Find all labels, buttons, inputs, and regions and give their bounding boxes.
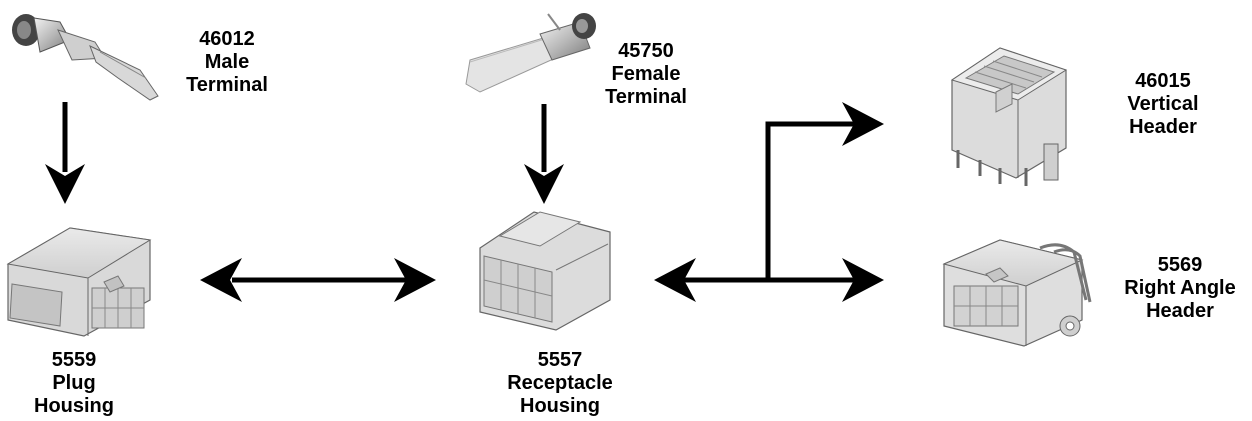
label-vertical-header: 46015 Vertical Header [1118, 70, 1208, 139]
right-angle-header-image [942, 239, 1092, 347]
label-line: Terminal [605, 86, 687, 108]
label-receptacle-housing: 5557 Receptacle Housing [494, 349, 626, 418]
arrow-plug-receptacle [200, 258, 436, 302]
label-right-angle-header: 5569 Right Angle Header [1112, 254, 1248, 323]
label-plug-housing: 5559 Plug Housing [26, 349, 122, 418]
label-line: Right Angle [1124, 277, 1236, 299]
arrow-receptacle-headers [654, 102, 884, 302]
label-line: Housing [34, 395, 114, 417]
part-number: 46012 [199, 28, 255, 50]
part-number: 5557 [537, 349, 583, 371]
plug-housing-image [6, 227, 152, 337]
label-line: Female [611, 63, 681, 85]
label-line: Terminal [186, 74, 268, 96]
arrow-male-to-plug [45, 102, 85, 204]
label-line: Male [204, 51, 250, 73]
label-male-terminal: 46012 Male Terminal [182, 28, 272, 97]
label-line: Header [1129, 116, 1197, 138]
vertical-header-image [950, 47, 1068, 186]
label-line: Housing [520, 395, 600, 417]
part-number: 5559 [51, 349, 97, 371]
female-terminal-image [465, 13, 596, 93]
receptacle-housing-image [479, 211, 611, 331]
arrow-female-to-receptacle [524, 104, 564, 204]
part-number: 45750 [618, 40, 674, 62]
part-number: 5569 [1157, 254, 1203, 276]
label-line: Header [1146, 300, 1214, 322]
male-terminal-image [12, 14, 159, 101]
label-female-terminal: 45750 Female Terminal [596, 40, 696, 109]
label-line: Vertical [1127, 93, 1199, 115]
part-number: 46015 [1135, 70, 1191, 92]
label-line: Plug [52, 372, 96, 394]
label-line: Receptacle [507, 372, 613, 394]
